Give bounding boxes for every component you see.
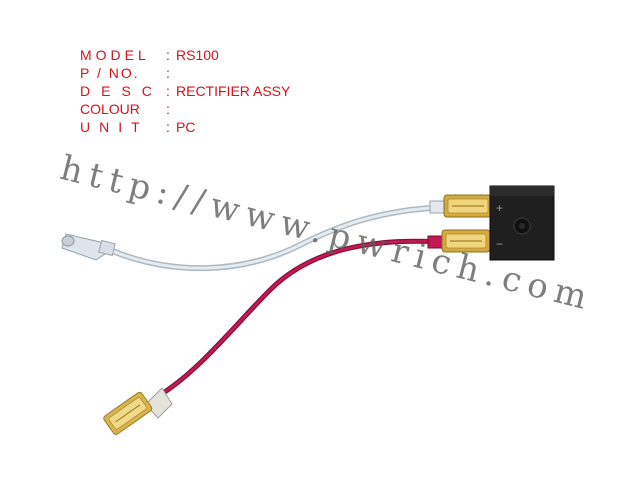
red-wire-highlight	[158, 240, 442, 397]
spec-label: MODEL	[80, 47, 150, 63]
spec-separator: :	[166, 101, 170, 117]
spec-label: P / NO.	[80, 65, 140, 81]
spec-sheet: MODEL : RS100 P / NO. : DESC : RECTIFIER…	[80, 46, 290, 136]
spec-label: DESC	[80, 83, 163, 99]
spec-separator: :	[166, 47, 170, 63]
spade-connector-red	[427, 229, 491, 253]
spade-connector-white	[429, 194, 493, 218]
spec-label: UNIT	[80, 119, 149, 135]
spec-value: PC	[176, 119, 196, 135]
spade-connector-bottom	[103, 387, 173, 435]
spec-row-description: DESC : RECTIFIER ASSY	[80, 82, 290, 100]
spec-separator: :	[166, 119, 170, 135]
bullet-connector	[61, 233, 116, 261]
spec-separator: :	[166, 65, 170, 81]
spec-row-unit: UNIT : PC	[80, 118, 290, 136]
spec-row-model: MODEL : RS100	[80, 46, 290, 64]
spec-separator: :	[166, 83, 170, 99]
white-wire-highlight	[108, 205, 447, 270]
spec-value: RS100	[176, 47, 219, 63]
spec-value: RECTIFIER ASSY	[176, 83, 291, 99]
spec-row-colour: COLOUR :	[80, 100, 290, 118]
rectifier-body	[489, 185, 555, 261]
spec-row-part-number: P / NO. :	[80, 64, 290, 82]
spec-label: COLOUR	[80, 101, 140, 117]
